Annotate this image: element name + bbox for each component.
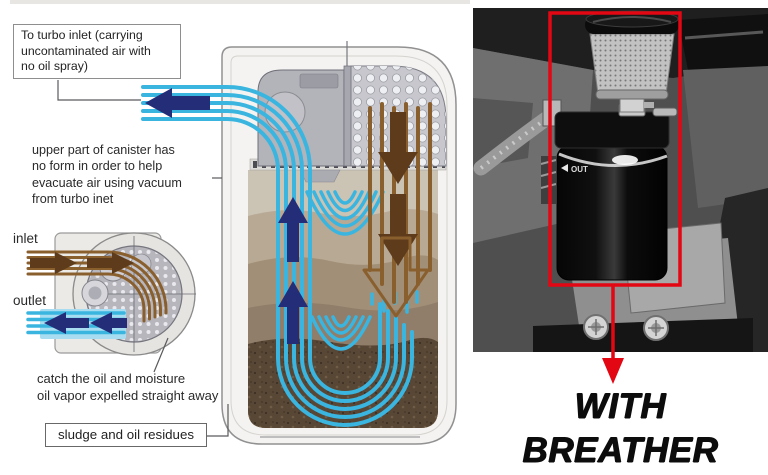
connector-sludge-box [206, 404, 229, 437]
canister-cutaway-diagram [26, 41, 457, 445]
arrow-down-2 [378, 194, 418, 266]
out-arrow-icon [561, 164, 568, 172]
connector-turbo-box [57, 80, 141, 101]
outlet-label: outlet [13, 293, 47, 308]
arrow-down-hollow [362, 236, 430, 318]
flow-arrows-brown [378, 112, 418, 266]
flow-arrows-navy [145, 88, 308, 344]
callout-sludge: sludge and oil residues [45, 423, 207, 447]
specular-glint [612, 155, 638, 165]
oil-catch-can: OUT [554, 103, 678, 281]
photo-caption: WITH BREATHER [522, 387, 719, 471]
arrow-to-turbo [145, 88, 210, 118]
housing-top-right [678, 14, 768, 70]
pointer-arrow [602, 284, 624, 384]
connector-catch-note [153, 337, 169, 373]
note-upper-canister: upper part of canister has no form in or… [32, 143, 182, 207]
top-border-strip [10, 0, 470, 4]
outlet-arrows [44, 312, 127, 334]
panel-right [683, 66, 768, 208]
clean-air-flow [141, 85, 414, 427]
can-port-label: OUT [571, 165, 588, 174]
arrow-up-2 [278, 281, 308, 344]
engine-bay-photo: OUT [473, 8, 768, 352]
highlight-box [548, 11, 682, 287]
arrow-down-1 [378, 112, 418, 184]
filter-mesh [589, 33, 675, 95]
filter-neck [619, 97, 645, 113]
callout-connectors [57, 80, 229, 437]
bolt [583, 314, 609, 340]
note-catch-oil: catch the oil and moisture oil vapor exp… [37, 371, 219, 404]
inlet-arrows [30, 252, 134, 274]
clamp-screw [644, 102, 654, 108]
callout-turbo-inlet: To turbo inlet (carrying uncontaminated … [13, 24, 181, 80]
filter-base-ring [595, 89, 669, 100]
arrow-up-1 [278, 197, 308, 262]
bolt [643, 315, 669, 341]
hose-barb [652, 107, 678, 117]
inlet-label: inlet [13, 231, 38, 246]
breather-filter [585, 10, 679, 113]
